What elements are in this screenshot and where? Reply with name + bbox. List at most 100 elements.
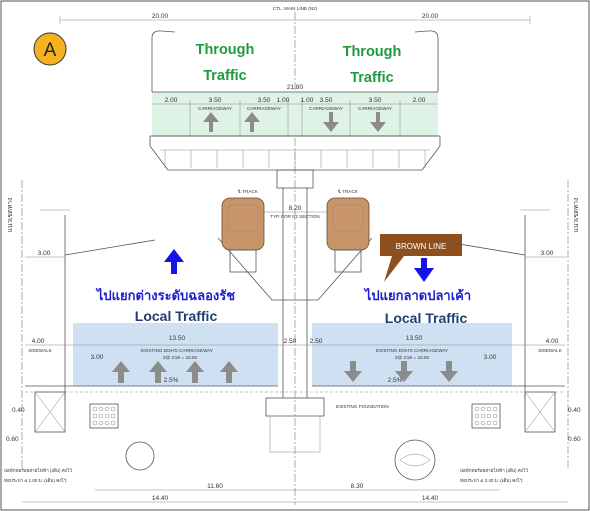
left-side-structure: 3.00 แนวเขตทาง — [7, 180, 156, 470]
conduit — [92, 420, 98, 426]
down-arrow-icon — [395, 361, 413, 382]
foundation-area: EXISTING FOUNDATION 0.40 0.60 0.40 0.60 — [6, 391, 581, 481]
conduit — [98, 406, 104, 412]
median-left-width: 2.50 — [284, 338, 297, 345]
section-badge — [33, 32, 67, 66]
up-arrow-icon — [244, 112, 260, 132]
conduit — [480, 406, 486, 412]
sidewalk-label-left: SIDEWALK — [28, 348, 53, 353]
pier-cap — [276, 169, 314, 189]
top-dim-left: 20.00 — [152, 13, 169, 20]
track-centerline-left: ℄ TRACK — [237, 189, 259, 194]
dim-040-left: 0.40 — [12, 407, 25, 414]
sidewalk-width-right: 4.00 — [546, 338, 559, 345]
destination-right: ไปแยกลาดปลาเค้า — [363, 287, 471, 304]
lower-right-slope: 2.5% — [388, 377, 403, 384]
manhole-right — [524, 391, 556, 433]
conduit — [98, 420, 104, 426]
conduit — [110, 420, 116, 426]
lower-right-lanes: 3@ 3.50 = 10.50 — [395, 355, 430, 360]
conduit — [92, 413, 98, 419]
right-of-way-label-left: แนวเขตทาง — [7, 198, 14, 232]
lower-left-highlight — [73, 323, 278, 386]
left-note-electrical: บ่อพักท่อร้อยสายไฟฟ้า (เดิม) คงไว้ — [4, 467, 72, 473]
right-light-arm — [434, 239, 526, 256]
dim-830: 8.30 — [351, 483, 364, 490]
brown-line-label: BROWN LINE — [396, 242, 447, 251]
dim-040-right: 0.40 — [568, 407, 581, 414]
down-arrow-icon — [370, 112, 386, 132]
bottom-notes: บ่อพักท่อร้อยสายไฟฟ้า (เดิม) คงไว้ ท่อปร… — [4, 467, 568, 503]
conduit — [98, 413, 104, 419]
lower-left-slope: 2.5% — [164, 377, 179, 384]
water-pipe-left — [125, 441, 155, 471]
duct-bank-right — [471, 403, 501, 429]
upper-total-width: 21.80 — [287, 84, 304, 91]
duct-conduits — [92, 406, 498, 426]
track-width: 8.20 — [289, 205, 302, 212]
lower-right-lane-edge: 3.00 — [484, 354, 497, 361]
sidewalk-width-left: 4.00 — [32, 338, 45, 345]
upper-carriageway-label: CARRIAGEWAY — [247, 106, 281, 111]
manhole-left-cross — [34, 391, 66, 433]
up-arrow-icon — [149, 361, 167, 383]
conduit — [474, 406, 480, 412]
monorail-train-left — [221, 197, 265, 251]
existing-foundation-label: EXISTING FOUNDATION — [336, 404, 389, 409]
upper-lane-width: 3.50 — [320, 97, 333, 104]
through-traffic-left-line1: Through — [196, 42, 255, 58]
conduit — [110, 406, 116, 412]
up-arrow-icon — [186, 361, 204, 383]
monorail-train-right — [326, 197, 370, 251]
brown-line-callout: BROWN LINE — [380, 234, 462, 282]
dim-060-right: 0.60 — [568, 436, 581, 443]
conduit — [492, 420, 498, 426]
manhole-left — [34, 391, 66, 433]
upper-lane-width: 2.00 — [413, 97, 426, 104]
foundation-block — [269, 415, 321, 453]
up-arrow-icon — [203, 112, 219, 132]
local-traffic-left: Local Traffic — [135, 308, 218, 324]
through-traffic-left-line2: Traffic — [203, 68, 247, 84]
light-pole-right — [414, 30, 439, 92]
up-arrow-icon — [220, 361, 238, 383]
conduit — [486, 406, 492, 412]
upper-lane-width: 3.50 — [369, 97, 382, 104]
right-note-electrical: บ่อพักท่อร้อยสายไฟฟ้า (เดิม) คงไว้ — [460, 467, 528, 473]
track-crossbeam — [217, 237, 373, 301]
manhole-right-cross — [524, 391, 556, 433]
lower-deck: Local Traffic Local Traffic 13.50 13.50 … — [25, 308, 565, 393]
upper-lane-width: 1.00 — [301, 97, 314, 104]
train-bogie-left — [229, 249, 257, 273]
up-arrow-icon — [112, 361, 130, 383]
upper-carriageway-label: CARRIAGEWAY — [358, 106, 392, 111]
conduit — [474, 420, 480, 426]
through-traffic-right-line1: Through — [343, 44, 402, 60]
conduit — [480, 420, 486, 426]
centerline-label: CTL. MAIN LINE (N2) — [273, 6, 318, 11]
dim-1440-right: 14.40 — [422, 495, 439, 502]
brown-line-tag — [380, 234, 462, 282]
upper-lane-width: 3.50 — [209, 97, 222, 104]
track-width-note: TYP. FOR N2 SECTION — [270, 214, 319, 219]
water-pipe-right — [394, 439, 436, 481]
blue-down-arrow-icon — [414, 258, 434, 282]
conduit — [480, 413, 486, 419]
down-arrow-icon — [323, 112, 339, 132]
lower-left-carriageway: EXISTING DOH'S CARRIAGEWAY — [141, 348, 213, 353]
destination-left: ไปแยกต่างระดับฉลองรัช — [95, 287, 235, 304]
light-pole-left — [151, 30, 176, 92]
right-of-way-label-right: แนวเขตทาง — [573, 198, 580, 232]
down-arrow-icon — [344, 361, 362, 382]
dim-060-left: 0.60 — [6, 436, 19, 443]
dim-1440-left: 14.40 — [152, 495, 169, 502]
lower-left-lanes: 3@ 3.50 = 10.50 — [163, 355, 198, 360]
train-bogie-right — [334, 249, 362, 273]
water-pipe-right-symbol — [399, 453, 431, 467]
conduit — [110, 413, 116, 419]
lower-right-carriageway: EXISTING DOH'S CARRIAGEWAY — [376, 348, 448, 353]
right-note-water-pipe: ท่อประปา ø 3.40 ม. (เดิม) คงไว้ — [460, 477, 523, 483]
